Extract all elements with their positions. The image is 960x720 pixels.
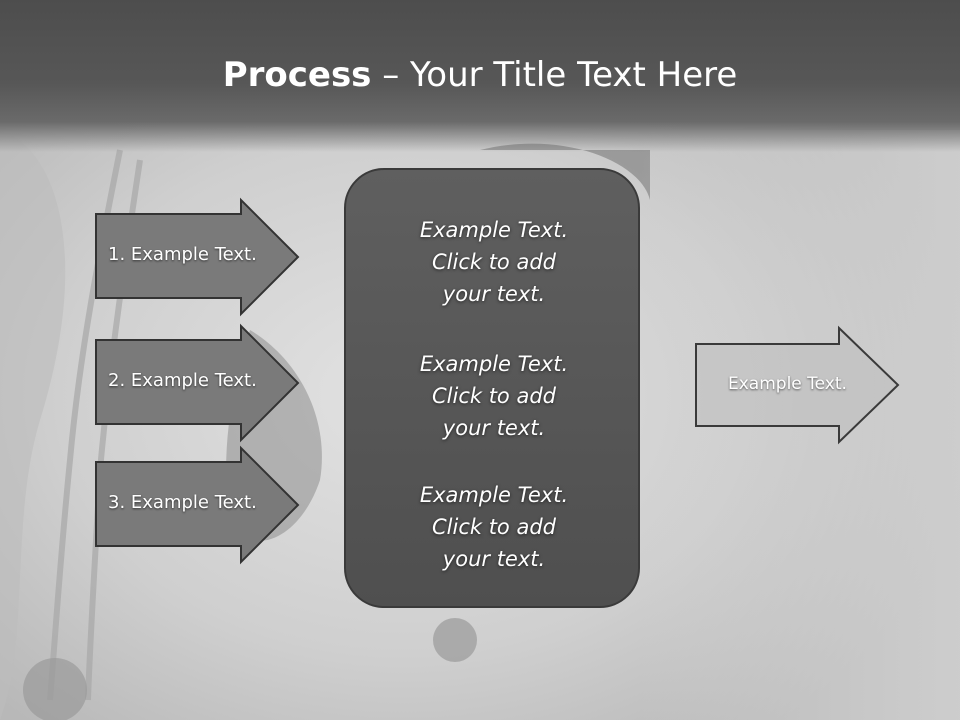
text-line: your text. bbox=[442, 547, 546, 571]
text-line: Click to add bbox=[431, 515, 556, 539]
arrow-shape-icon bbox=[95, 445, 300, 565]
title-bold: Process bbox=[222, 55, 372, 95]
text-line: Click to add bbox=[431, 250, 556, 274]
center-text-block-1: Example Text. Click to add your text. bbox=[346, 214, 642, 310]
center-text-box[interactable]: Example Text. Click to add your text. Ex… bbox=[344, 168, 640, 608]
output-arrow[interactable]: Example Text. bbox=[695, 325, 900, 445]
arrow-shape-icon bbox=[95, 323, 300, 443]
center-text-block-3: Example Text. Click to add your text. bbox=[346, 479, 642, 575]
title-bar bbox=[0, 0, 960, 152]
text-line: Example Text. bbox=[419, 483, 569, 507]
step-label-2: 2. Example Text. bbox=[108, 370, 257, 391]
arrow-shape-icon bbox=[95, 197, 300, 317]
title-rest: – Your Title Text Here bbox=[371, 55, 738, 95]
slide-title[interactable]: Process – Your Title Text Here bbox=[0, 52, 960, 98]
arrow-shape-icon bbox=[695, 325, 900, 445]
text-line: Example Text. bbox=[419, 218, 569, 242]
step-label-3: 3. Example Text. bbox=[108, 492, 257, 513]
text-line: Click to add bbox=[431, 384, 556, 408]
center-text-block-2: Example Text. Click to add your text. bbox=[346, 348, 642, 444]
text-line: Example Text. bbox=[419, 352, 569, 376]
text-line: your text. bbox=[442, 416, 546, 440]
step-arrow-3[interactable]: 3. Example Text. bbox=[95, 445, 300, 565]
text-line: your text. bbox=[442, 282, 546, 306]
step-arrow-1[interactable]: 1. Example Text. bbox=[95, 197, 300, 317]
step-arrow-2[interactable]: 2. Example Text. bbox=[95, 323, 300, 443]
output-label: Example Text. bbox=[728, 374, 847, 394]
step-label-1: 1. Example Text. bbox=[108, 244, 257, 265]
